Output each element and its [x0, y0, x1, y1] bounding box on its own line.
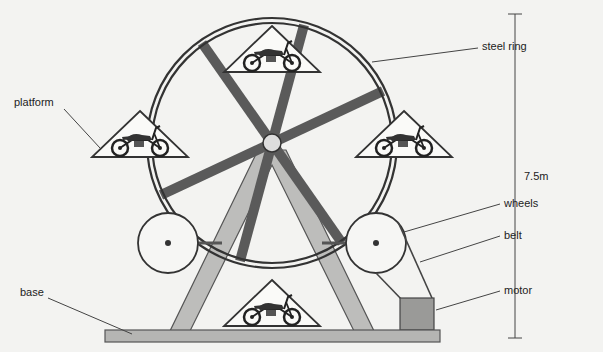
part-label: base	[20, 286, 44, 299]
dimension-label: 7.5m	[524, 170, 548, 183]
part-label: motor	[504, 284, 532, 297]
part-label: platform	[14, 96, 54, 109]
part-label: wheels	[504, 197, 538, 210]
part-label: steel ring	[482, 40, 527, 53]
part-label: belt	[504, 229, 522, 242]
